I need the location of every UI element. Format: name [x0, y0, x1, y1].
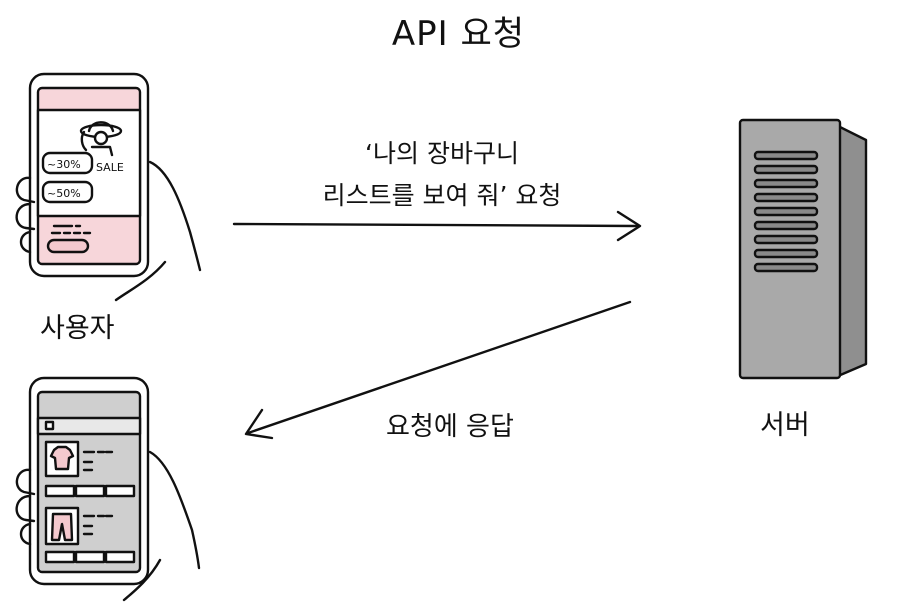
hand-bottom	[148, 450, 201, 570]
request-label-line1: ‘나의 장바구니	[365, 139, 519, 168]
phone-top-button	[46, 238, 90, 254]
discount-badge-1-text: ~30%	[47, 158, 81, 171]
woman-hat-icon	[79, 121, 123, 157]
discount-badge-2	[41, 180, 94, 204]
diagram-title: API 요청	[391, 14, 526, 54]
request-arrow	[232, 210, 642, 242]
hand-top	[148, 160, 202, 272]
pants-icon	[50, 512, 74, 542]
user-phone-bottom	[15, 376, 201, 602]
server-vents	[753, 150, 819, 273]
server-label: 서버	[760, 410, 810, 441]
discount-badge-2-text: ~50%	[47, 187, 81, 200]
user-label: 사용자	[40, 313, 115, 344]
request-label-line2: 리스트를 보여 줘’ 요청	[322, 181, 562, 210]
shirt-icon	[49, 445, 75, 471]
discount-badge-1	[41, 151, 94, 175]
response-arrow	[244, 300, 632, 440]
response-label: 요청에 응답	[386, 412, 514, 442]
user-phone-top: ~30% ~50% SALE	[15, 72, 202, 302]
sale-text: SALE	[96, 161, 124, 174]
server-icon	[738, 118, 868, 380]
